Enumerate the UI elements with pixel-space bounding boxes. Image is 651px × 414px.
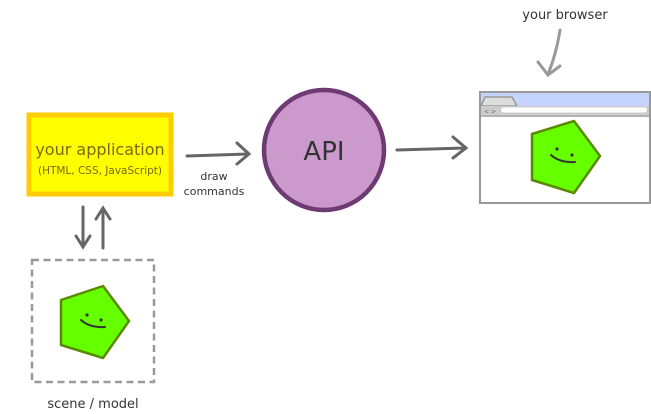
forward-button[interactable]: > (491, 109, 496, 116)
address-bar[interactable] (501, 107, 647, 113)
eye-icon (85, 313, 89, 317)
draw-commands-label-line1: draw (200, 170, 227, 183)
browser-titlebar (481, 93, 649, 106)
application-node: your application (HTML, CSS, JavaScript) (26, 112, 174, 197)
scene-node: scene / model (30, 258, 156, 412)
back-button[interactable]: < (484, 109, 489, 116)
smile-icon (550, 154, 576, 164)
api-label: API (303, 137, 344, 167)
api-node: API (261, 87, 387, 213)
browser-pentagon-shape (530, 119, 602, 195)
api-circle (261, 87, 387, 213)
arrow-to-browser (536, 28, 562, 78)
browser-window: < > (479, 91, 651, 204)
draw-commands-label-line2: commands (184, 185, 245, 198)
application-subtitle: (HTML, CSS, JavaScript) (38, 165, 162, 177)
application-box (26, 112, 174, 197)
arrow-app-to-api (185, 141, 252, 166)
eye-icon (570, 153, 574, 157)
eye-icon (99, 318, 103, 322)
arrow-api-to-browser (395, 135, 469, 160)
smile-icon (80, 319, 106, 329)
eye-icon (555, 147, 559, 151)
arrow-app-to-scene (74, 205, 92, 250)
scene-pentagon-shape (59, 284, 131, 360)
browser-tab (479, 96, 519, 107)
browser-label: your browser (522, 8, 608, 23)
arrow-scene-to-app (94, 205, 112, 250)
application-title: your application (35, 140, 164, 159)
scene-label: scene / model (47, 397, 138, 412)
scene-box (30, 258, 156, 384)
